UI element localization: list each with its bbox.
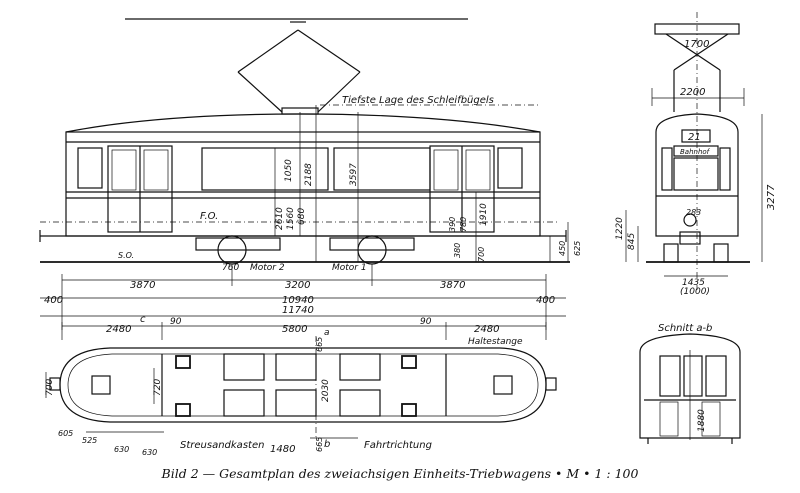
headlight [683, 213, 697, 227]
dim-2480-right: 2480 [474, 324, 499, 335]
dim-90-left: 90 [170, 317, 182, 327]
dim-1910: 1910 [479, 203, 489, 226]
dim-1050: 1050 [284, 159, 294, 182]
dim-720: 720 [153, 379, 163, 396]
section-outline [639, 333, 741, 439]
dim-2200: 2200 [680, 87, 705, 98]
route-number: 21 [688, 132, 701, 143]
dim-3277: 3277 [766, 184, 777, 210]
dim-780: 780 [459, 217, 468, 232]
dim-1880: 1880 [697, 409, 707, 432]
dim-700-side: 700 [477, 247, 486, 262]
front-body [655, 113, 739, 237]
dim-3597: 3597 [349, 163, 359, 186]
sand-box [175, 355, 191, 369]
dim-700-plan: 700 [45, 379, 55, 396]
dim-5800: 5800 [282, 324, 307, 335]
sand-box [401, 403, 417, 417]
dim-380: 380 [453, 243, 462, 258]
side-door-left [107, 145, 173, 233]
dim-90-right: 90 [420, 317, 432, 327]
dim-1700: 1700 [684, 39, 709, 50]
dim-625: 625 [573, 241, 582, 256]
dim-450: 450 [558, 241, 567, 256]
side-elevation [39, 18, 570, 330]
dim-760: 760 [222, 263, 239, 273]
driver-seat [493, 375, 513, 395]
plan-view [45, 322, 557, 440]
dim-400-left: 400 [44, 295, 63, 306]
dim-845: 845 [627, 233, 637, 250]
dim-283: 283 [686, 208, 701, 217]
label-schnitt: Schnitt a-b [658, 323, 712, 334]
label-fahrtrichtung: Fahrtrichtung [364, 440, 432, 451]
dim-3870-right: 3870 [440, 280, 465, 291]
figure-caption: Bild 2 — Gesamtplan des zweiachsigen Ein… [161, 466, 639, 481]
dim-2480-left: 2480 [106, 324, 131, 335]
dim-1220: 1220 [615, 217, 625, 240]
dim-11740: 11740 [282, 305, 314, 316]
side-door-right [429, 145, 495, 233]
marker-a: a [324, 328, 330, 338]
label-streusandkasten: Streusandkasten [180, 440, 264, 451]
label-motor2: Motor 2 [250, 263, 285, 273]
label-so: S.O. [118, 251, 134, 260]
marker-b: b [324, 439, 330, 450]
side-window [201, 147, 329, 191]
dim-630-right: 630 [142, 448, 157, 457]
side-window [77, 147, 103, 189]
plan-outline [59, 347, 547, 423]
label-pantograph-low: Tiefste Lage des Schleifbügels [342, 95, 494, 106]
label-haltestange: Haltestange [468, 337, 523, 347]
dim-680: 680 [297, 208, 307, 225]
sand-box [175, 403, 191, 417]
dim-390: 390 [448, 217, 457, 232]
sand-box [401, 355, 417, 369]
pantograph [237, 21, 361, 115]
destination-text: Bahnhof [680, 148, 711, 156]
dim-605: 605 [58, 429, 73, 438]
coupler-right [546, 230, 567, 242]
seat-rows [223, 353, 381, 417]
section-ab [639, 333, 741, 444]
dim-665-bottom: 665 [315, 437, 324, 452]
dim-525: 525 [82, 436, 97, 445]
label-motor1: Motor 1 [332, 263, 367, 273]
dim-665-top: 665 [315, 337, 324, 352]
destination-box [673, 145, 719, 157]
dim-2188: 2188 [304, 163, 314, 186]
front-view [625, 12, 763, 290]
dim-1435: 1435 [682, 278, 705, 288]
dim-2610: 2610 [275, 207, 285, 230]
coupler-left [39, 230, 60, 242]
dim-3870-left: 3870 [130, 280, 155, 291]
dim-2030: 2030 [321, 379, 331, 402]
dim-10940: 10940 [282, 295, 314, 306]
dim-3200: 3200 [285, 280, 310, 291]
dim-400-right: 400 [536, 295, 555, 306]
marker-c: c [140, 314, 146, 325]
roof-line [65, 113, 541, 133]
route-number-box [681, 129, 711, 143]
dim-630-left: 630 [114, 445, 129, 454]
driver-seat [91, 375, 111, 395]
side-window [497, 147, 523, 189]
dim-1560: 1560 [286, 207, 296, 230]
dim-1000: (1000) [680, 287, 710, 297]
label-floor-top: F.O. [200, 211, 218, 222]
dim-1480: 1480 [270, 444, 295, 455]
